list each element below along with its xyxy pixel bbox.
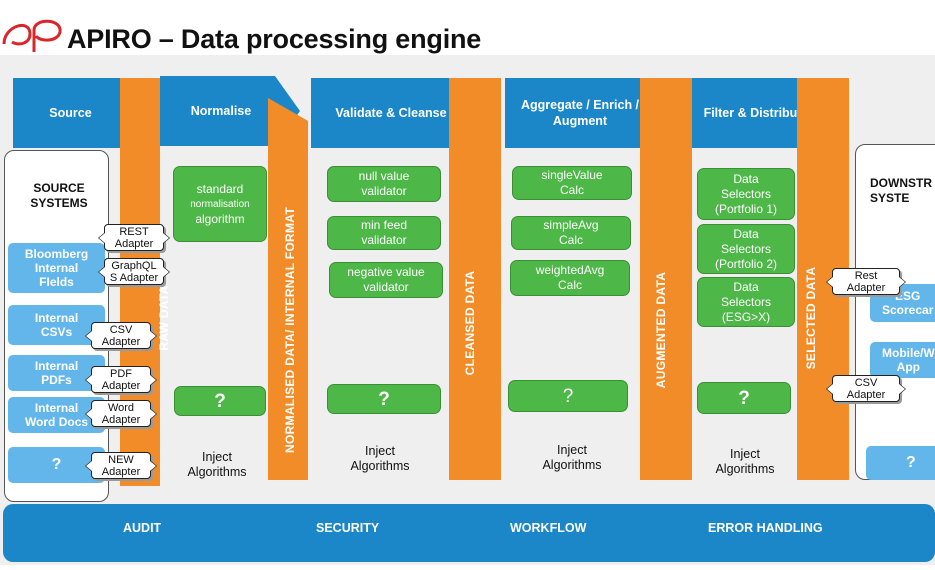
- standard-normalisation-algorithm[interactable]: standard normalisation algorithm: [173, 166, 267, 242]
- graphql-adapter[interactable]: GraphQL S Adapter: [104, 258, 164, 285]
- cleansed-data-label: CLEANSED DATA: [463, 270, 477, 376]
- downstream-item-unknown[interactable]: ?: [866, 446, 935, 480]
- stage-label-normalise: Normalise: [190, 104, 252, 118]
- workflow-label[interactable]: WORKFLOW: [510, 521, 587, 535]
- normalise-inject-label: Inject Algorithms: [187, 450, 247, 479]
- filter-inject-label: Inject Algorithms: [715, 447, 775, 476]
- stage-label-source: Source: [49, 106, 92, 120]
- source-item-internal-pdfs[interactable]: Internal PDFs: [8, 355, 105, 391]
- source-item-bloomberg[interactable]: Bloomberg Internal FIelds: [8, 243, 105, 293]
- min-feed-validator[interactable]: min feed validator: [327, 216, 441, 250]
- simple-avg-calc[interactable]: simpleAvg Calc: [511, 216, 631, 250]
- apiro-logo: [2, 19, 62, 52]
- validate-inject-label: Inject Algorithms: [350, 444, 410, 473]
- data-selectors-portfolio-2[interactable]: Data Selectors (Portfolio 2): [697, 224, 795, 274]
- stage-arrow-aggregate: [505, 78, 675, 148]
- stage-label-aggregate: Aggregate / Enrich / Augment: [520, 98, 640, 128]
- algo-tail-text: algorithm: [195, 211, 245, 226]
- error-handling-label[interactable]: ERROR HANDLING: [708, 521, 823, 535]
- pdf-adapter[interactable]: PDF Adapter: [91, 366, 151, 393]
- aggregate-add-algorithm[interactable]: ?: [508, 380, 628, 412]
- cleansed-data-bar: [449, 78, 501, 480]
- downstream-csv-adapter[interactable]: CSV Adapter: [832, 375, 900, 402]
- algo-main-text: standard: [196, 181, 244, 196]
- downstream-item-mobile-app[interactable]: Mobile/W App: [870, 342, 935, 378]
- selected-data-label: SELECTED DATA: [804, 266, 818, 370]
- data-selectors-portfolio-1[interactable]: Data Selectors (Portfolio 1): [697, 168, 795, 220]
- normalised-data-label: NORMALISED DATA/ INTERNAL FORMAT: [283, 206, 297, 454]
- augmented-data-bar: [640, 78, 692, 480]
- audit-label[interactable]: AUDIT: [123, 521, 162, 535]
- null-value-validator[interactable]: null value validator: [327, 166, 441, 202]
- stage-arrow-validate: [311, 78, 491, 148]
- algo-sub-text: normalisation: [190, 198, 250, 210]
- normalise-add-algorithm[interactable]: ?: [174, 386, 266, 416]
- negative-value-validator[interactable]: negative value validator: [329, 262, 443, 298]
- single-value-calc[interactable]: singleValue Calc: [512, 166, 632, 200]
- csv-adapter[interactable]: CSV Adapter: [91, 322, 151, 349]
- normalised-data-bar: [268, 98, 308, 480]
- page-title: APIRO – Data processing engine: [67, 24, 482, 54]
- source-systems-title: SOURCE SYSTEMS: [30, 181, 88, 210]
- cross-cutting-bar: [3, 504, 935, 562]
- word-adapter[interactable]: Word Adapter: [91, 400, 151, 427]
- new-adapter[interactable]: NEW Adapter: [91, 452, 151, 479]
- raw-data-label: RAW DATA: [157, 285, 171, 351]
- stage-arrow-normalise: [160, 76, 300, 146]
- stage-label-filter: Filter & Distribute: [703, 106, 809, 120]
- stage-arrow-source: [13, 78, 148, 148]
- security-label[interactable]: SECURITY: [316, 521, 380, 535]
- aggregate-inject-label: Inject Algorithms: [542, 443, 602, 472]
- augmented-data-label: AUGMENTED DATA: [654, 271, 668, 389]
- source-item-internal-csvs[interactable]: Internal CSVs: [8, 305, 105, 345]
- data-selectors-esg[interactable]: Data Selectors (ESG>X): [697, 277, 795, 327]
- downstream-systems-title: DOWNSTR SYSTE: [870, 176, 932, 205]
- downstream-rest-adapter[interactable]: Rest Adapter: [832, 268, 900, 295]
- stage-label-validate: Validate & Cleanse: [335, 106, 447, 120]
- weighted-avg-calc[interactable]: weightedAvg Calc: [510, 260, 630, 296]
- filter-add-algorithm[interactable]: ?: [697, 382, 791, 414]
- validate-add-algorithm[interactable]: ?: [327, 384, 441, 414]
- rest-adapter[interactable]: REST Adapter: [104, 224, 164, 251]
